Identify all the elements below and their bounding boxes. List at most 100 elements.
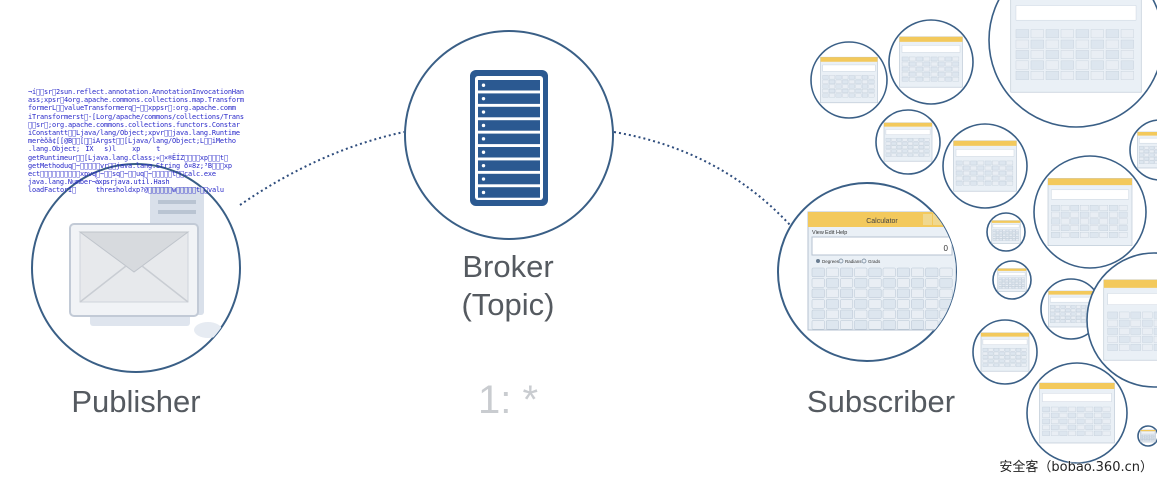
calculator-key xyxy=(826,300,838,309)
calculator-key xyxy=(897,268,909,277)
calculator-key xyxy=(883,321,895,330)
subscriber-instance xyxy=(1027,363,1127,463)
server-led-icon xyxy=(482,191,485,194)
watermark: 安全客（bobao.360.cn） xyxy=(999,456,1153,475)
subscriber-instance xyxy=(993,261,1031,299)
calculator-key xyxy=(869,268,881,277)
payload-line: .lang.Object;ÎXs)l  xp   t  xyxy=(28,145,244,153)
server-unit xyxy=(478,160,540,171)
payload-line: ass;xpsr 4org.apache.commons.collections… xyxy=(28,96,244,104)
subscriber-instance xyxy=(973,320,1037,384)
calculator-window-icon xyxy=(900,37,963,87)
calculator-key xyxy=(926,279,938,288)
calculator-key xyxy=(940,268,952,277)
broker-node xyxy=(405,31,613,239)
subscriber-instance xyxy=(876,110,940,174)
calculator-window-icon xyxy=(884,123,932,161)
calculator-key xyxy=(940,289,952,298)
calculator-key xyxy=(897,300,909,309)
server-unit xyxy=(478,147,540,158)
calculator-key xyxy=(826,268,838,277)
calculator-key xyxy=(911,268,923,277)
calculator-menu-edit: Edit xyxy=(825,230,835,236)
subscriber-instance xyxy=(1138,426,1157,446)
calculator-key xyxy=(869,300,881,309)
calculator-key xyxy=(883,310,895,319)
calculator-key xyxy=(840,279,852,288)
server-unit xyxy=(478,93,540,104)
calculator-key xyxy=(897,321,909,330)
calculator-key xyxy=(812,279,824,288)
calculator-key xyxy=(840,289,852,298)
server-led-icon xyxy=(482,97,485,100)
subscriber-instance xyxy=(943,124,1027,208)
payload-line: formerL valueTransformerq ~ xppsr :org… xyxy=(28,104,244,112)
calculator-key xyxy=(911,310,923,319)
calculator-key xyxy=(840,268,852,277)
calculator-window-icon xyxy=(1104,280,1157,360)
calculator-menu-view: View xyxy=(812,230,824,236)
server-led-icon xyxy=(482,151,485,154)
broker-label-line2: (Topic) xyxy=(408,288,608,322)
calculator-key xyxy=(911,300,923,309)
calculator-key xyxy=(926,310,938,319)
subscriber-instance xyxy=(987,213,1025,251)
server-unit xyxy=(478,80,540,91)
subscriber-instance xyxy=(1130,120,1157,180)
subscriber-instance xyxy=(889,20,973,104)
payload-line: getMethoduq ~     vr java.lang.String ð… xyxy=(28,162,244,170)
calculator-key xyxy=(883,289,895,298)
calculator-key xyxy=(883,279,895,288)
payload-line: ect          xpvq ~  sq ~ uq ~    t c… xyxy=(28,170,244,178)
calculator-key xyxy=(897,310,909,319)
server-led-icon xyxy=(482,164,485,167)
payload-line: loadFactorI  thresholdxp?@      w     t … xyxy=(28,186,244,194)
calculator-window-icon xyxy=(1048,178,1132,245)
calculator-window-icon xyxy=(1141,430,1156,442)
calculator-key xyxy=(855,310,867,319)
serialized-payload: ¬í sr 2sun.reflect.annotation.Annotatio… xyxy=(28,88,244,200)
angle-mode-radians: Radians xyxy=(845,259,862,264)
calculator-key xyxy=(940,279,952,288)
server-unit xyxy=(478,107,540,118)
calculator-menu-help: Help xyxy=(836,230,847,236)
calculator-window-icon xyxy=(954,141,1017,191)
subscriber-instance xyxy=(811,42,887,118)
calculator-key xyxy=(812,321,824,330)
server-led-icon xyxy=(482,84,485,87)
calculator-display: 0 xyxy=(944,244,949,253)
calculator-key xyxy=(855,279,867,288)
server-led-icon xyxy=(482,177,485,180)
calculator-key xyxy=(926,289,938,298)
calculator-window-icon xyxy=(821,57,878,103)
calculator-title: Calculator xyxy=(866,218,898,225)
calculator-key xyxy=(911,279,923,288)
calculator-key xyxy=(869,279,881,288)
server-unit xyxy=(478,174,540,185)
server-rack-icon xyxy=(470,70,548,206)
payload-line:   sr ;org.apache.commons.collections.fun… xyxy=(28,121,244,129)
cardinality-label: 1: * xyxy=(430,378,586,422)
calculator-key xyxy=(869,289,881,298)
payload-line: ¬í sr 2sun.reflect.annotation.Annotatio… xyxy=(28,88,244,96)
calculator-window-icon xyxy=(998,269,1027,292)
calculator-key xyxy=(869,310,881,319)
calculator-window-icon xyxy=(1138,132,1157,168)
payload-line: java.lang.Number¬ à  xp   sr jav… xyxy=(28,178,244,186)
payload-line: getRuntimeur [Ljava.lang.Class;«×®ËÍZ… xyxy=(28,154,244,162)
calculator-key xyxy=(855,289,867,298)
calculator-key xyxy=(926,300,938,309)
server-unit xyxy=(478,134,540,145)
angle-mode-grads: Grads xyxy=(868,259,881,264)
server-unit xyxy=(478,120,540,131)
calculator-key xyxy=(897,289,909,298)
calculator-key xyxy=(855,321,867,330)
calculator-key xyxy=(840,300,852,309)
calculator-window-icon xyxy=(992,221,1021,244)
calculator-key xyxy=(926,268,938,277)
calculator-window-icon xyxy=(1011,0,1142,92)
calculator-key xyxy=(812,310,824,319)
server-unit xyxy=(478,187,540,198)
calculator-key xyxy=(897,279,909,288)
calculator-key xyxy=(926,321,938,330)
